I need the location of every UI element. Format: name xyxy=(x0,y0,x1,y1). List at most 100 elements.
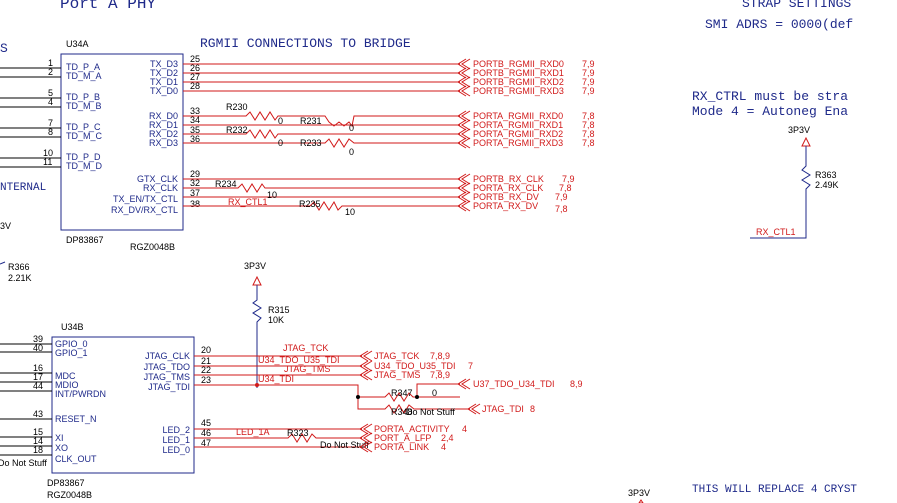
u34a-pin-name: TX_D0 xyxy=(150,86,178,96)
left-internal-text: NTERNAL xyxy=(0,182,46,194)
u34a-pin-name: TD_P_A xyxy=(66,62,100,72)
u34b-pin-num: 22 xyxy=(201,365,211,375)
rgmii-wires xyxy=(183,63,460,211)
net-label: U37_TDO_U34_TDI xyxy=(473,379,555,389)
u34a-pin-num: 4 xyxy=(48,97,53,107)
r235-value: 10 xyxy=(345,207,355,217)
u34b-ref: U34B xyxy=(61,322,84,332)
u34b-pkg: RGZ0048B xyxy=(47,490,92,500)
u34-tdo-net: U34_TDO_U35_TDI xyxy=(258,355,340,365)
r348-label: R348 xyxy=(391,407,413,417)
power-arrow-bottom xyxy=(638,499,644,503)
u34a-pin-name: TX_EN/TX_CTL xyxy=(113,194,178,204)
junction-dot xyxy=(255,383,259,387)
r315-label: R315 xyxy=(268,305,290,315)
u34b-pin-num: 21 xyxy=(201,356,211,366)
u34a-pin-name: RX_D3 xyxy=(149,138,178,148)
net-label: PORTA_RX_DV xyxy=(473,201,538,211)
r363-label: R363 xyxy=(815,170,837,180)
page-ref: 7,8 xyxy=(582,111,595,121)
u34b-pin-num: 47 xyxy=(201,438,211,448)
u34b-pin-num: 18 xyxy=(33,445,43,455)
page-ref: 7,8 xyxy=(582,129,595,139)
page-ref: 2,4 xyxy=(441,433,454,443)
u34b-left-wires xyxy=(0,343,52,456)
u34a-pin-name: TD_P_D xyxy=(66,152,101,162)
page-ref: 7,8 xyxy=(555,204,568,214)
u34a-pin-num: 5 xyxy=(48,88,53,98)
jtag-resistors: R347 0 R348 Do Not Stuff xyxy=(391,388,455,417)
u34a-pin-num: 26 xyxy=(190,63,200,73)
strap-title: STRAP SETTINGS xyxy=(742,0,851,11)
u34b-pin-name: LED_2 xyxy=(162,425,190,435)
u34a-pkg: RGZ0048B xyxy=(130,242,175,252)
u34a-pin-name: TD_P_C xyxy=(66,122,101,132)
jtag-net-labels: JTAG_TCK U34_TDO_U35_TDI JTAG_TMS U34_TD… xyxy=(258,343,340,384)
r231-label: R231 xyxy=(300,116,322,126)
page-ref: 4 xyxy=(462,424,467,434)
junction-dot xyxy=(415,395,419,399)
r347-value: 0 xyxy=(432,388,437,398)
u34a-right-pin-nums: 25 26 27 28 33 34 35 36 29 32 37 38 xyxy=(190,54,200,209)
u34b-pin-name: JTAG_TDI xyxy=(148,382,190,392)
r315-value: 10K xyxy=(268,315,284,325)
page-ref: 7,9 xyxy=(582,77,595,87)
r232-value: 0 xyxy=(278,138,283,148)
u34a-pin-name: RX_D0 xyxy=(149,111,178,121)
u34b-pin-name: XI xyxy=(55,433,64,443)
page-ref: 7,8,9 xyxy=(430,370,450,380)
page-ref: 7,9 xyxy=(562,174,575,184)
u34a-pin-name: RX_CLK xyxy=(143,183,178,193)
u34b-pin-num: 45 xyxy=(201,418,211,428)
jtag-tms-net: JTAG_TMS xyxy=(284,364,330,374)
net-label: JTAG_TMS xyxy=(374,370,420,380)
u34a-pin-num: 29 xyxy=(190,169,200,179)
left-3v-text: 3V xyxy=(0,221,11,231)
u34a-pin-name: TX_D3 xyxy=(150,59,178,69)
net-label: PORTB_RGMII_RXD3 xyxy=(473,86,564,96)
led-1a-net: LED_1A xyxy=(236,427,270,437)
u34a-pin-name: RX_D1 xyxy=(149,120,178,130)
u34b-pin-name: GPIO_0 xyxy=(55,339,88,349)
u34b-pin-num: 43 xyxy=(33,409,43,419)
r347-label: R347 xyxy=(391,388,413,398)
page-ref: 7,8 xyxy=(559,183,572,193)
r363-body xyxy=(750,146,811,239)
jtag-offpage-connectors xyxy=(359,350,481,415)
page-ref: 7 xyxy=(468,361,473,371)
u34b-pin-name: INT/PWRDN xyxy=(55,389,106,399)
jtag-offpage-labels: JTAG_TCK 7,8,9 U34_TDO_U35_TDI 7 JTAG_TM… xyxy=(374,351,583,414)
u34a-pin-name: TD_P_B xyxy=(66,92,100,102)
u34a-body xyxy=(60,53,184,231)
led-offpage-labels: PORTA_ACTIVITY 4 PORT_A_LFP 2,4 PORTA_LI… xyxy=(374,424,467,452)
u34b-pin-name: GPIO_1 xyxy=(55,348,88,358)
rx-ctrl-note-1: RX_CTRL must be stra xyxy=(692,89,848,104)
u34b-body xyxy=(51,336,195,474)
u34a-pin-num: 36 xyxy=(190,134,200,144)
jtag-tck-net: JTAG_TCK xyxy=(283,343,328,353)
port-a-phy-title: Port A PHY xyxy=(60,0,156,13)
led-offpage-connectors xyxy=(359,423,373,453)
u34a-pin-num: 32 xyxy=(190,178,200,188)
r366-value: 2.21K xyxy=(8,273,32,283)
power-arrow-right xyxy=(801,136,811,147)
page-ref: 4 xyxy=(441,442,446,452)
u34b-pin-name: MDC xyxy=(55,371,76,381)
net-label: PORTB_RX_CLK xyxy=(473,174,544,184)
u34b-pin-num: 39 xyxy=(33,334,43,344)
rgmii-offpage-connectors xyxy=(457,58,471,212)
u34a-left-pins xyxy=(0,67,61,168)
u34a-pin-num: 35 xyxy=(190,125,200,135)
u34b-pin-num: 16 xyxy=(33,363,43,373)
u34a-pin-num: 11 xyxy=(43,157,52,167)
r366-stub xyxy=(0,261,6,265)
net-label: PORTB_RGMII_RXD0 xyxy=(473,59,564,69)
r234-label: R234 xyxy=(215,179,237,189)
u34a-pin-num: 33 xyxy=(190,106,200,116)
page-ref: 7,8 xyxy=(582,120,595,130)
u34b-pin-num: 44 xyxy=(33,381,43,391)
u34b-pin-name: JTAG_TMS xyxy=(144,372,190,382)
u34a-pin-name: TD_M_C xyxy=(66,131,103,141)
u34a-pin-name: GTX_CLK xyxy=(137,174,178,184)
r235-label: R235 xyxy=(299,199,321,209)
